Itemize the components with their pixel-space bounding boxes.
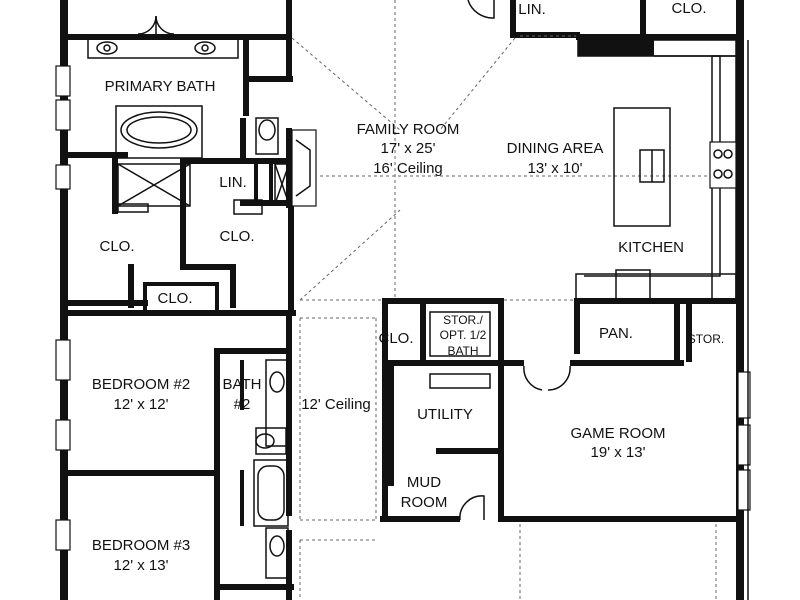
mud-room-line1: MUD xyxy=(407,474,441,491)
linen-bath-label: LIN. xyxy=(219,174,247,191)
family-room-size: 17' x 25' xyxy=(381,140,436,157)
fireplace xyxy=(291,129,317,207)
primary-bath-walls xyxy=(68,0,296,316)
center-block-walls xyxy=(380,298,742,522)
hall-ceiling-label: 12' Ceiling xyxy=(301,396,371,413)
bedroom2-size: 12' x 12' xyxy=(114,396,169,413)
game-room-label: GAME ROOM xyxy=(570,425,665,442)
bedroom2-label: BEDROOM #2 xyxy=(92,376,190,393)
bath2-fixtures xyxy=(253,359,289,579)
closet-bottom-label: CLO. xyxy=(157,290,192,307)
closet-top-label: CLO. xyxy=(671,0,706,17)
windows xyxy=(55,40,751,600)
utility-label: UTILITY xyxy=(417,406,473,423)
dining-area-label: DINING AREA xyxy=(507,140,604,157)
bedroom-wing-walls xyxy=(68,316,717,600)
game-room-size: 19' x 13' xyxy=(591,444,646,461)
family-dining-kitchen xyxy=(291,0,740,304)
primary-bath-label: PRIMARY BATH xyxy=(105,78,216,95)
family-room-ceiling: 16' Ceiling xyxy=(373,160,443,177)
linen-top-label: LIN. xyxy=(518,1,546,18)
bedroom3-size: 12' x 13' xyxy=(114,557,169,574)
closet-left-label: CLO. xyxy=(99,238,134,255)
bedroom3-label: BEDROOM #3 xyxy=(92,537,190,554)
primary-bath-fixtures xyxy=(87,15,290,215)
room-labels: PRIMARY BATH FAMILY ROOM 17' x 25' 16' C… xyxy=(92,0,724,574)
closet-hall-label: CLO. xyxy=(378,330,413,347)
family-room-label: FAMILY ROOM xyxy=(357,121,460,138)
storage-label: STOR. xyxy=(688,332,724,346)
stor-half-bath-line3: BATH xyxy=(447,344,478,358)
closet-right-label: CLO. xyxy=(219,228,254,245)
mud-room-line2: ROOM xyxy=(401,494,448,511)
stor-half-bath-line2: OPT. 1/2 xyxy=(440,328,487,342)
kitchen-label: KITCHEN xyxy=(618,239,684,256)
stor-half-bath-line1: STOR./ xyxy=(443,313,483,327)
bath2-line1: BATH xyxy=(223,376,262,393)
bath2-line2: #2 xyxy=(234,396,251,413)
pantry-label: PAN. xyxy=(599,325,633,342)
dining-area-size: 13' x 10' xyxy=(528,160,583,177)
